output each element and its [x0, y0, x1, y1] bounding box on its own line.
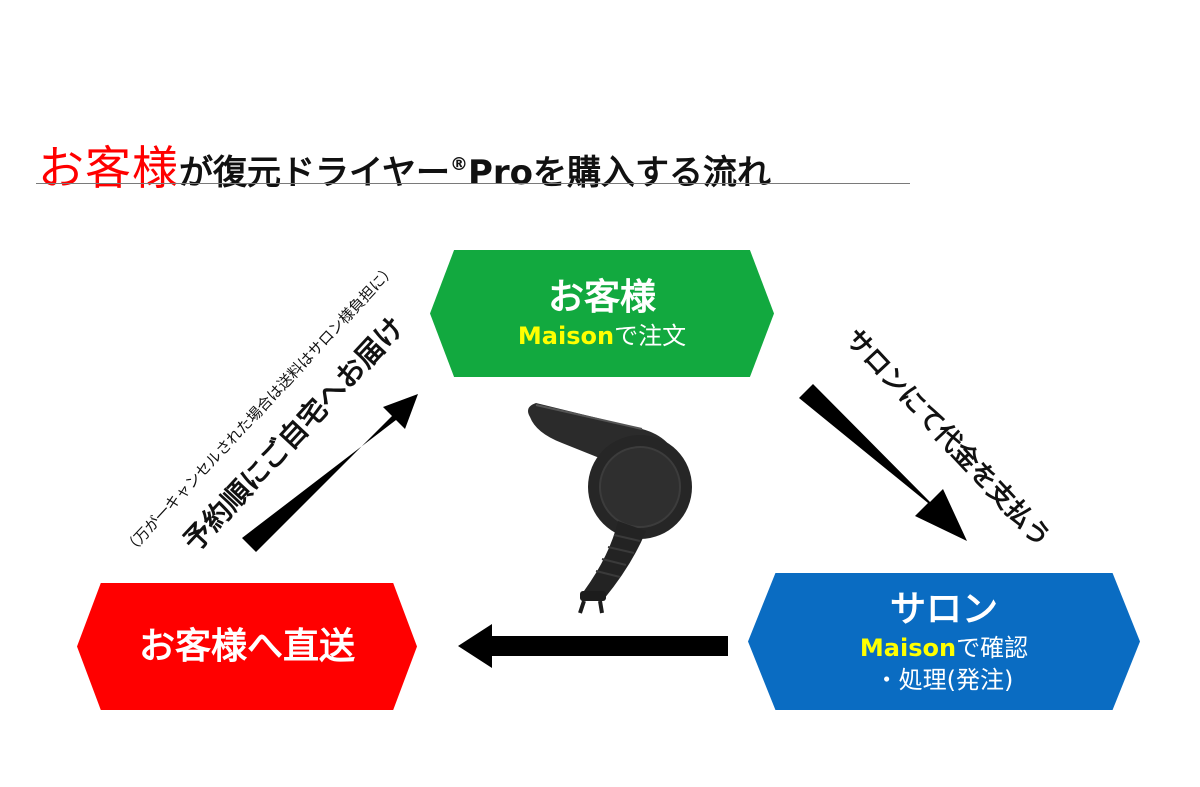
node-salon-sub: Maisonで確認	[860, 632, 1028, 664]
hair-dryer-image	[528, 403, 692, 614]
registered-mark: ®	[449, 154, 468, 175]
page-title: お客様が復元ドライヤー®Proを購入する流れ	[38, 132, 771, 195]
node-salon-brand: Maison	[859, 633, 957, 662]
node-salon-sub2: ・処理(発注)	[874, 665, 1014, 694]
arrow-direct-to-customer	[242, 394, 418, 552]
node-customer-action: で注文	[614, 321, 687, 350]
node-salon-action: で確認	[956, 633, 1029, 662]
node-direct-label: お客様へ直送	[138, 625, 355, 667]
title-rest-before: が復元ドライヤー	[179, 153, 450, 193]
title-rest: が復元ドライヤー®Proを購入する流れ	[179, 153, 771, 193]
title-rest-after: Proを購入する流れ	[467, 153, 772, 193]
arrow-salon-to-direct	[458, 624, 728, 668]
title-accent: お客様	[38, 141, 179, 195]
node-customer: お客様 Maisonで注文	[430, 250, 774, 377]
node-direct-delivery: お客様へ直送	[77, 583, 417, 710]
node-salon-label: サロン	[889, 588, 998, 630]
node-customer-brand: Maison	[517, 321, 615, 350]
title-underline	[36, 183, 910, 184]
node-salon: サロン Maisonで確認 ・処理(発注)	[748, 573, 1140, 710]
arrow-customer-to-salon	[799, 384, 967, 541]
node-customer-sub: Maisonで注文	[518, 320, 686, 352]
node-customer-label: お客様	[547, 276, 656, 318]
